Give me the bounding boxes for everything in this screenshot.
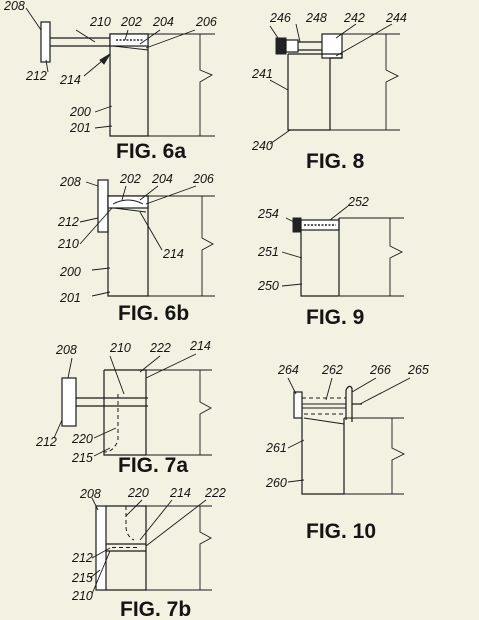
fig10-label-261: 261 [265,441,287,455]
fig6a-label-202: 202 [120,15,142,29]
fig8-drawing [269,23,400,145]
figure-6a: 208 210 202 204 206 212 214 200 201 FIG.… [3,0,217,163]
fig6a-label-206: 206 [195,15,217,29]
fig6b-label-202: 202 [119,172,141,186]
fig6a-label-204: 204 [152,15,174,29]
fig8-label-244: 244 [385,11,407,25]
fig8-caption: FIG. 8 [306,150,365,173]
fig7a-label-214: 214 [189,339,211,353]
fig9-caption: FIG. 9 [306,306,364,329]
fig9-label-252: 252 [347,195,369,209]
fig6b-caption: FIG. 6b [118,302,189,325]
fig8-label-248: 248 [305,11,327,25]
fig8-label-242: 242 [343,11,365,25]
fig6a-caption: FIG. 6a [116,140,186,163]
fig6a-label-210: 210 [89,15,111,29]
fig6b-label-204: 204 [151,172,173,186]
fig8-label-246: 246 [269,11,291,25]
fig7a-drawing [53,353,212,457]
fig7a-label-220: 220 [71,432,93,446]
fig7a-label-212: 212 [35,435,57,449]
fig6b-label-212: 212 [57,215,79,229]
fig6b-label-210: 210 [57,237,79,251]
fig7a-label-208: 208 [55,343,77,357]
fig6a-label-212: 212 [25,69,47,83]
fig10-caption: FIG. 10 [306,520,376,543]
fig7b-label-220: 220 [127,486,149,500]
fig7b-label-212: 212 [71,551,93,565]
fig7a-caption: FIG. 7a [118,454,188,477]
fig7b-drawing [89,497,212,595]
fig7b-label-214: 214 [169,486,191,500]
fig7b-label-208: 208 [79,487,101,501]
figure-7b: 208 220 214 222 212 215 210 FIG. 7b [71,486,226,620]
fig6b-label-208: 208 [59,175,81,189]
figure-7a: 208 210 222 214 212 220 215 FIG. 7a [35,339,212,477]
fig10-label-265: 265 [407,363,429,377]
fig10-drawing [287,377,411,495]
fig7b-caption: FIG. 7b [120,598,191,620]
figure-8: 246 248 242 244 241 240 FIG. 8 [251,11,407,173]
figure-6b: 208 202 204 206 212 210 214 200 201 FIG.… [57,172,215,325]
fig9-drawing [281,205,404,297]
fig6a-drawing [25,7,215,137]
fig7b-label-215: 215 [71,571,93,585]
fig6b-label-206: 206 [192,172,214,186]
fig6b-drawing [79,179,215,297]
fig6a-label-201: 201 [69,121,91,135]
fig10-label-264: 264 [277,363,299,377]
figure-10: 264 262 266 265 261 260 FIG. 10 [265,363,429,543]
fig7a-label-215: 215 [71,451,93,465]
fig9-label-250: 250 [257,279,279,293]
fig6a-label-208: 208 [3,0,25,13]
fig6a-label-200: 200 [69,105,91,119]
fig10-label-262: 262 [321,363,343,377]
fig6b-label-200: 200 [59,265,81,279]
fig8-label-241: 241 [251,67,273,81]
fig10-label-260: 260 [265,476,287,490]
fig6a-label-214: 214 [59,73,81,87]
fig7b-label-222: 222 [204,486,226,500]
fig9-label-251: 251 [257,245,279,259]
fig7b-label-210: 210 [71,589,93,603]
fig6b-label-214: 214 [162,247,184,261]
fig6b-label-201: 201 [59,291,81,305]
fig10-label-266: 266 [369,363,391,377]
fig9-label-254: 254 [257,207,279,221]
fig7a-label-210: 210 [109,341,131,355]
fig7a-label-222: 222 [149,341,171,355]
figure-9: 254 252 251 250 FIG. 9 [257,195,404,329]
fig8-label-240: 240 [251,139,273,153]
